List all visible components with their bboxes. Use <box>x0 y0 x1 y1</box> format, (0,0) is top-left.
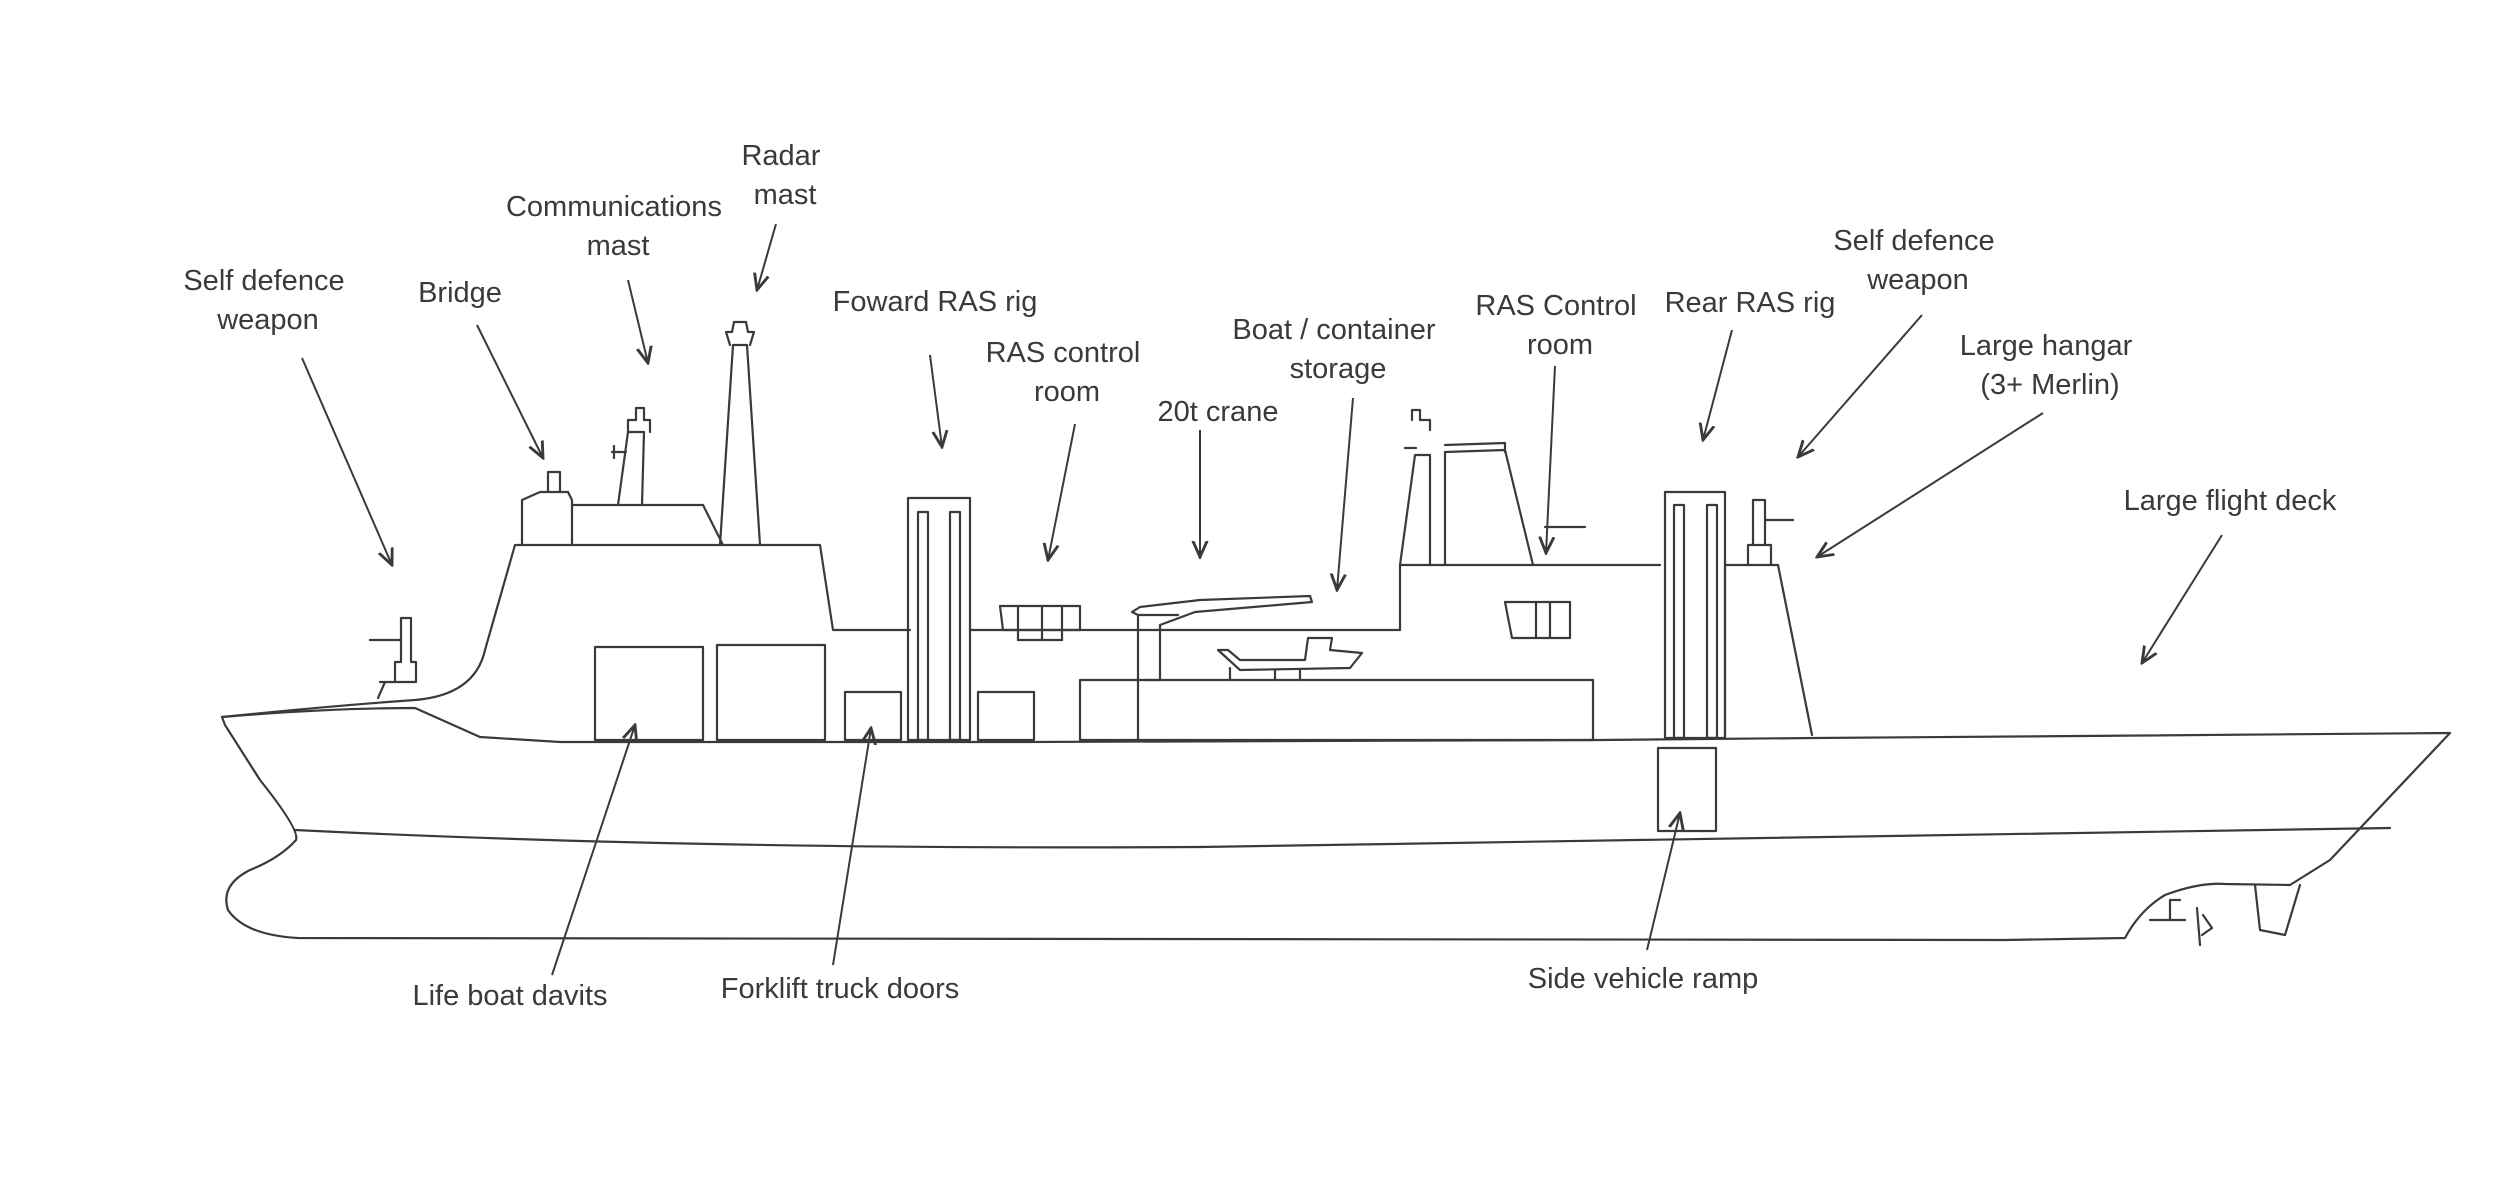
label-bridge: Bridge <box>418 277 502 309</box>
fwd-ras-rig <box>906 496 972 742</box>
side-ramp-door <box>1656 746 1718 833</box>
label-self-defence-fwd: Self defence weapon <box>183 265 352 336</box>
aft-ras-control-room <box>1503 600 1572 640</box>
label-fwd-ras-rig: Foward RAS rig <box>833 286 1038 318</box>
funnel <box>1443 448 1535 567</box>
hangar <box>1723 563 1814 738</box>
comms-mast <box>616 430 646 507</box>
crane <box>1130 594 1314 742</box>
label-self-defence-aft: Self defence weapon <box>1833 225 2002 296</box>
label-hangar: Large hangar (3+ Merlin) <box>1960 330 2141 401</box>
aft-weapon <box>1746 498 1795 567</box>
hull <box>220 706 2452 942</box>
fwd-weapon <box>376 616 418 700</box>
bridge-block <box>520 490 574 547</box>
label-forklift-doors: Forklift truck doors <box>721 973 960 1005</box>
label-radar-mast: Radar mast <box>741 140 828 211</box>
boat <box>1216 636 1364 672</box>
label-ras-control-room-aft: RAS Control room <box>1475 290 1644 361</box>
label-rear-ras-rig: Rear RAS rig <box>1665 287 1836 319</box>
label-comms-mast: Communications mast <box>506 191 730 262</box>
label-boat-storage: Boat / container storage <box>1232 314 1443 385</box>
leader-lines <box>301 223 2223 976</box>
label-flight-deck: Large flight deck <box>2124 485 2337 517</box>
radar-mast <box>718 343 762 547</box>
rudder <box>2253 883 2302 937</box>
waterline <box>293 826 2392 849</box>
fwd-ras-control-room <box>998 604 1082 642</box>
label-side-ramp: Side vehicle ramp <box>1528 963 1759 995</box>
label-ras-control-room-fwd: RAS control room <box>986 337 1149 408</box>
container-deck <box>1078 678 1595 742</box>
label-crane: 20t crane <box>1158 396 1279 428</box>
labels: Self defence weapon Bridge Communication… <box>183 140 2337 1012</box>
label-life-boat-davits: Life boat davits <box>412 980 607 1012</box>
ship-outline <box>220 320 2452 947</box>
